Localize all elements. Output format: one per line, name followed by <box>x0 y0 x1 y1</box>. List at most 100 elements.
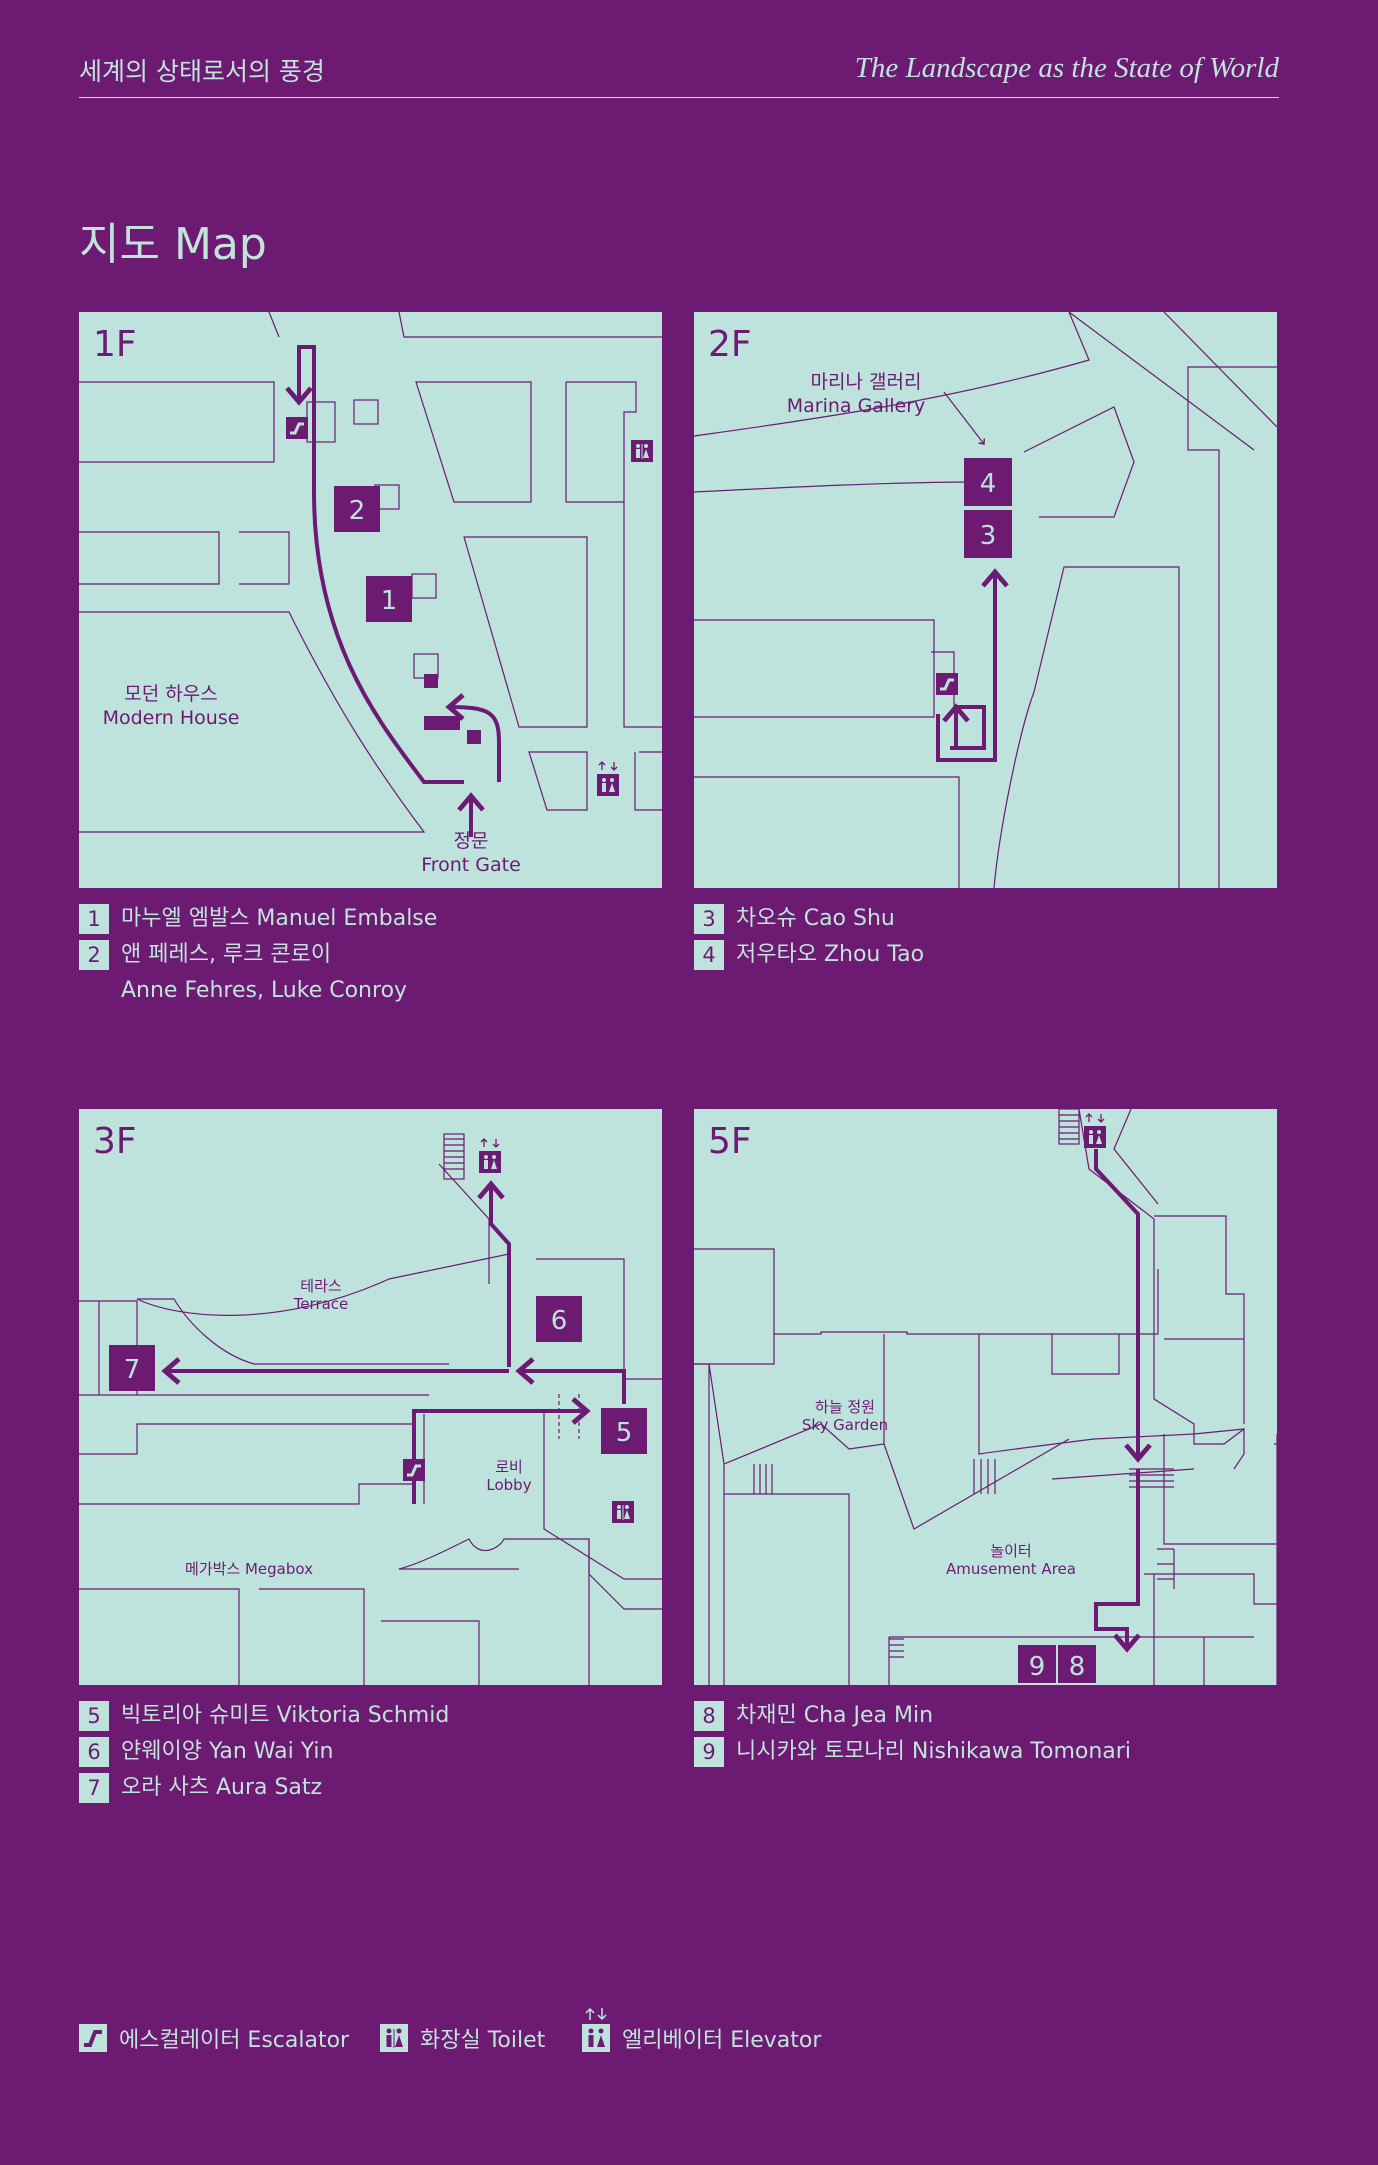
map-marker-2-label: 2 <box>349 496 366 526</box>
place-amusement-en: Amusement Area <box>946 1560 1076 1578</box>
place-modern-house-en: Modern House <box>103 707 240 729</box>
legend-item-7: 7 오라 사츠 Aura Satz <box>79 1770 449 1806</box>
legend-number-1: 1 <box>79 904 109 934</box>
place-front-gate-kr: 정문 <box>454 830 489 852</box>
place-lobby-kr: 로비 <box>495 1458 523 1476</box>
legend-1f: 1 마누엘 엠발스 Manuel Embalse 2 앤 페레스, 루크 콘로이… <box>79 901 437 1009</box>
header-left-title: 세계의 상태로서의 풍경 <box>79 57 325 86</box>
map-3f-drawing: 6 7 5 3F 테라스 Terrace 로비 Lobby 메가박스 Megab… <box>79 1121 662 1685</box>
toilet-icon <box>612 1501 634 1523</box>
map-marker-4[interactable] <box>964 458 1012 506</box>
key-escalator-label: 에스컬레이터 Escalator <box>119 2028 350 2053</box>
map-marker-1[interactable] <box>366 576 412 622</box>
header-divider <box>79 97 1279 98</box>
legend-text-7: 오라 사츠 Aura Satz <box>121 1775 323 1800</box>
key-elevator-label: 엘리베이터 Elevator <box>622 2028 822 2053</box>
legend-item-4: 4 저우타오 Zhou Tao <box>694 937 924 973</box>
legend-item-9: 9 니시카와 토모나리 Nishikawa Tomonari <box>694 1734 1131 1770</box>
page-title: 지도 Map <box>79 219 267 270</box>
map-5f: 9 8 5F 하늘 정원 Sky Garden 놀이터 Amusement Ar… <box>694 1109 1277 1685</box>
legend-number-8: 8 <box>694 1701 724 1731</box>
floor-label-2f: 2F <box>708 324 752 365</box>
elevator-icon <box>478 1138 502 1174</box>
place-marina-gallery-kr: 마리나 갤러리 <box>811 371 922 393</box>
floor-label-1f: 1F <box>93 324 137 365</box>
map-2f: 4 3 2F 마리나 갤러리 Marina Gallery <box>694 312 1277 888</box>
header-right-title: The Landscape as the State of World <box>854 52 1279 84</box>
legend-item-3: 3 차오슈 Cao Shu <box>694 901 924 937</box>
toilet-icon <box>380 2024 408 2052</box>
legend-text-5: 빅토리아 슈미트 Viktoria Schmid <box>121 1703 450 1728</box>
map-marker-3-label: 3 <box>980 521 997 551</box>
legend-number-3: 3 <box>694 904 724 934</box>
key-elevator: 엘리베이터 Elevator <box>582 2022 821 2054</box>
legend-item-6: 6 얀웨이양 Yan Wai Yin <box>79 1734 449 1770</box>
place-amusement-kr: 놀이터 <box>990 1542 1031 1560</box>
map-marker-2[interactable] <box>334 486 380 532</box>
key-escalator: 에스컬레이터 Escalator <box>79 2022 349 2054</box>
legend-number-6: 6 <box>79 1737 109 1767</box>
map-1f-drawing: 2 1 1F 모던 하우스 Modern House 정문 Front Gate <box>79 312 662 876</box>
place-terrace-en: Terrace <box>293 1295 349 1313</box>
place-lobby-en: Lobby <box>486 1476 531 1494</box>
elevator-arrows-icon <box>585 2007 607 2021</box>
legend-text-1: 마누엘 엠발스 Manuel Embalse <box>121 906 438 931</box>
legend-item-1: 1 마누엘 엠발스 Manuel Embalse <box>79 901 437 937</box>
elevator-icon <box>596 761 620 797</box>
map-marker-8[interactable] <box>1058 1645 1096 1683</box>
map-marker-5-label: 5 <box>616 1418 633 1448</box>
legend-number-9: 9 <box>694 1737 724 1767</box>
legend-number-5: 5 <box>79 1701 109 1731</box>
map-marker-5[interactable] <box>601 1408 647 1454</box>
legend-item-5: 5 빅토리아 슈미트 Viktoria Schmid <box>79 1698 449 1734</box>
place-sky-garden-kr: 하늘 정원 <box>815 1398 875 1416</box>
map-3f: 6 7 5 3F 테라스 Terrace 로비 Lobby 메가박스 Megab… <box>79 1109 662 1685</box>
place-megabox: 메가박스 Megabox <box>185 1560 313 1578</box>
floor-label-5f: 5F <box>708 1121 752 1162</box>
floor-label-3f: 3F <box>93 1121 137 1162</box>
escalator-icon <box>401 1457 427 1483</box>
map-2f-drawing: 4 3 2F 마리나 갤러리 Marina Gallery <box>694 312 1277 888</box>
legend-3f: 5 빅토리아 슈미트 Viktoria Schmid 6 얀웨이양 Yan Wa… <box>79 1698 449 1806</box>
escalator-icon <box>284 415 310 441</box>
map-marker-7[interactable] <box>109 1345 155 1391</box>
legend-text-2b: Anne Fehres, Luke Conroy <box>121 978 408 1003</box>
legend-number-7: 7 <box>79 1773 109 1803</box>
elevator-icon <box>582 2024 610 2052</box>
map-marker-9-label: 9 <box>1029 1652 1046 1682</box>
legend-2f: 3 차오슈 Cao Shu 4 저우타오 Zhou Tao <box>694 901 924 973</box>
legend-number-2: 2 <box>79 940 109 970</box>
toilet-icon <box>631 440 653 462</box>
place-sky-garden-en: Sky Garden <box>802 1416 888 1434</box>
place-marina-gallery-en: Marina Gallery <box>787 395 926 417</box>
place-terrace-kr: 테라스 <box>300 1277 342 1295</box>
map-1f: 2 1 1F 모던 하우스 Modern House 정문 Front Gate <box>79 312 662 888</box>
place-modern-house-kr: 모던 하우스 <box>124 683 217 705</box>
map-marker-3[interactable] <box>964 510 1012 558</box>
legend-5f: 8 차재민 Cha Jea Min 9 니시카와 토모나리 Nishikawa … <box>694 1698 1131 1770</box>
legend-item-8: 8 차재민 Cha Jea Min <box>694 1698 1131 1734</box>
legend-text-4: 저우타오 Zhou Tao <box>736 942 925 967</box>
1f-markers: 2 1 <box>334 486 481 744</box>
map-marker-6[interactable] <box>536 1296 582 1342</box>
key-toilet: 화장실 Toilet <box>380 2022 545 2054</box>
map-marker-7-label: 7 <box>124 1355 141 1385</box>
escalator-icon <box>934 671 960 697</box>
legend-text-8: 차재민 Cha Jea Min <box>736 1703 934 1728</box>
legend-item-2: 2 앤 페레스, 루크 콘로이 Anne Fehres, Luke Conroy <box>79 937 437 1009</box>
legend-text-3: 차오슈 Cao Shu <box>736 906 895 931</box>
map-5f-drawing: 9 8 5F 하늘 정원 Sky Garden 놀이터 Amusement Ar… <box>694 1109 1277 1685</box>
map-marker-8-label: 8 <box>1069 1652 1086 1682</box>
map-marker-1-label: 1 <box>381 586 398 616</box>
key-toilet-label: 화장실 Toilet <box>420 2028 546 2053</box>
place-front-gate-en: Front Gate <box>421 854 521 876</box>
map-marker-4-label: 4 <box>980 469 997 499</box>
legend-text-6: 얀웨이양 Yan Wai Yin <box>121 1739 334 1764</box>
legend-text-2: 앤 페레스, 루크 콘로이 <box>121 942 332 967</box>
elevator-icon <box>1083 1113 1107 1149</box>
legend-number-4: 4 <box>694 940 724 970</box>
map-marker-6-label: 6 <box>551 1306 568 1336</box>
escalator-icon <box>79 2024 107 2052</box>
map-marker-9[interactable] <box>1018 1645 1056 1683</box>
legend-text-9: 니시카와 토모나리 Nishikawa Tomonari <box>736 1739 1131 1764</box>
